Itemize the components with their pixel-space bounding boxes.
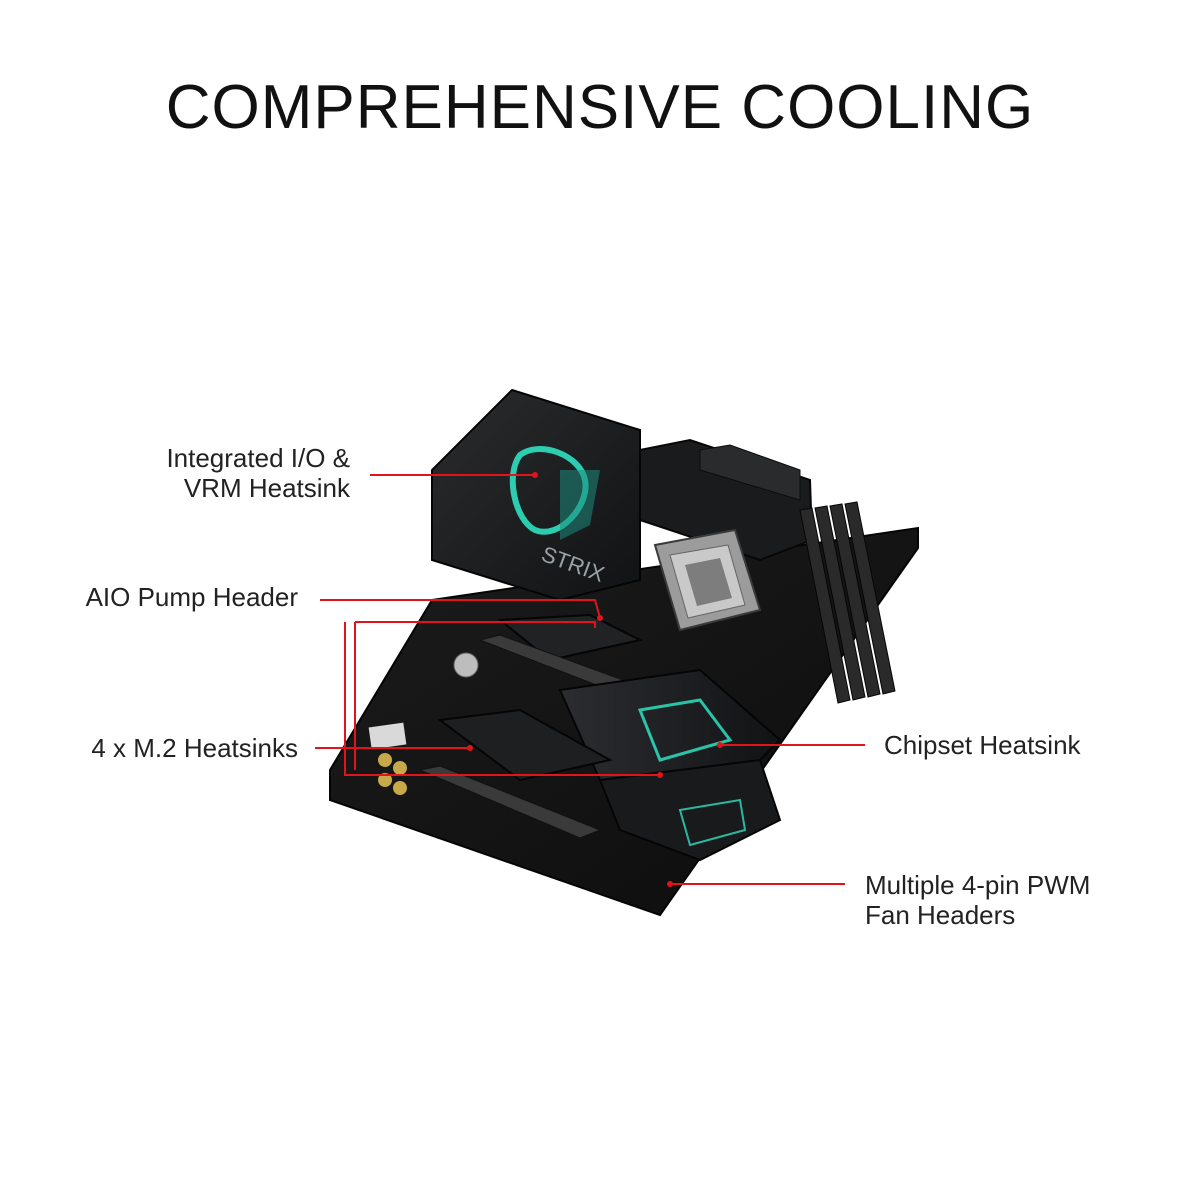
callout-chipset: Chipset Heatsink: [884, 730, 1164, 760]
page-title: COMPREHENSIVE COOLING: [165, 73, 1035, 142]
pcie-slot-2: [418, 765, 602, 839]
callout-m2-label: 4 x M.2 Heatsinks: [91, 733, 298, 763]
callout-chipset-label: Chipset Heatsink: [884, 730, 1081, 760]
callout-aio-pump-label: AIO Pump Header: [85, 582, 298, 612]
callout-m2: 4 x M.2 Heatsinks: [40, 733, 298, 763]
callout-aio-pump: AIO Pump Header: [40, 582, 298, 612]
callout-fan-headers-line1: Multiple 4-pin PWM: [865, 870, 1091, 900]
vrm-fins: [699, 444, 801, 501]
io-shroud: [431, 388, 641, 602]
callout-fan-headers-line2: Fan Headers: [865, 900, 1016, 930]
callout-lines: [315, 474, 865, 885]
m2-heatsink-1: [497, 613, 643, 662]
callout-fan-headers: Multiple 4-pin PWM Fan Headers: [865, 870, 1165, 930]
m2-heatsink-3: [598, 758, 782, 862]
callout-io-vrm-line1: Integrated I/O &: [166, 443, 350, 473]
m2-heatsink-2: [437, 708, 613, 782]
callout-io-vrm: Integrated I/O & VRM Heatsink: [100, 443, 350, 503]
dimm-slots: [799, 501, 896, 704]
bios-battery: [453, 652, 479, 678]
audio-capacitors: [378, 753, 407, 795]
callout-dots: [467, 472, 723, 887]
audio-chip-shield: [368, 722, 407, 750]
callout-io-vrm-line2: VRM Heatsink: [183, 473, 350, 503]
